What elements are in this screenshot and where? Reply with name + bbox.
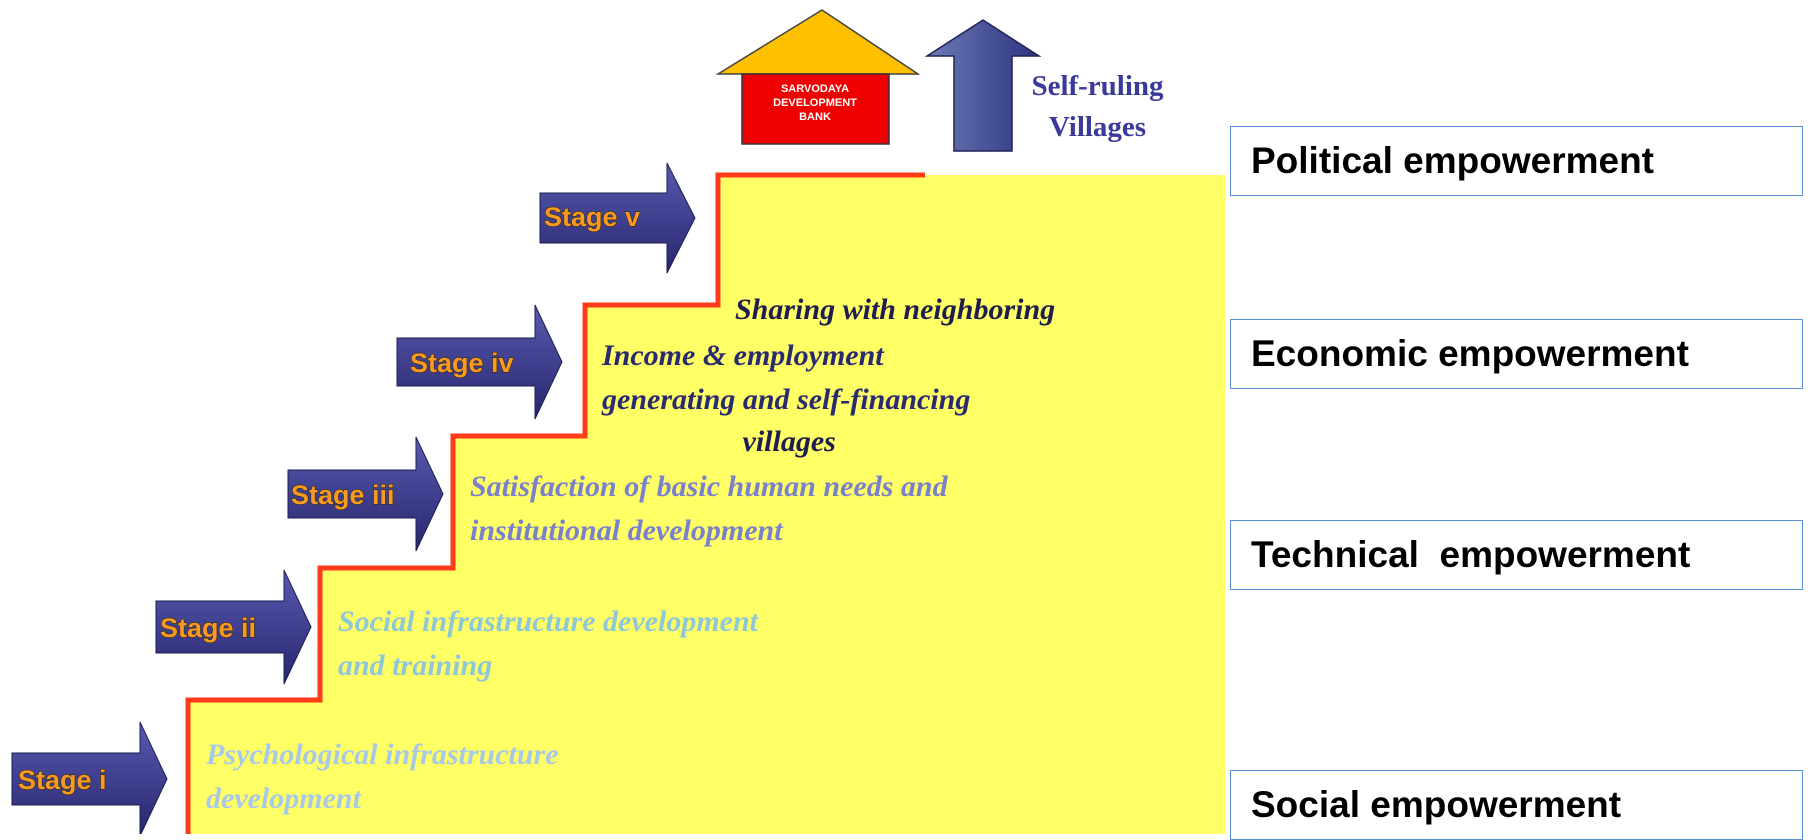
economic-empowerment-box: Economic empowerment	[1230, 319, 1803, 389]
stage-arrow-1: Stage i	[11, 721, 168, 834]
staircase-line	[185, 172, 925, 834]
social-empowerment-box: Social empowerment	[1230, 770, 1803, 840]
stage-label-4: Stage iv	[410, 348, 514, 378]
staircase-fill	[188, 175, 1225, 834]
stage-arrow-3: Stage iii	[287, 436, 444, 552]
bank-house-icon: SARVODAYA DEVELOPMENT BANK	[715, 9, 921, 145]
stage-description-4: Income & employment generating and self-…	[602, 339, 971, 416]
stage-arrow-2: Stage ii	[155, 569, 312, 685]
stage-description-5: Sharing with neighboring villages	[735, 293, 1056, 458]
roof	[715, 9, 921, 75]
stage-description-1: Psychological infrastructure development	[206, 738, 559, 815]
stage-description-2: Social infrastructure development and tr…	[338, 605, 758, 682]
stage-label-3: Stage iii	[291, 480, 395, 510]
political-empowerment-box: Political empowerment	[1230, 126, 1803, 196]
bank-line-3: BANK	[799, 111, 831, 123]
technical-empowerment-box: Technical empowerment	[1230, 520, 1803, 590]
bank-line-2: DEVELOPMENT	[773, 97, 857, 109]
stage-arrow-4: Stage iv	[396, 304, 563, 420]
stage-label-5: Stage v	[544, 202, 640, 232]
stage-label-2: Stage ii	[160, 613, 256, 643]
self-ruling-villages-label: Self-ruling Villages	[1031, 70, 1164, 143]
bank-line-1: SARVODAYA	[781, 83, 849, 95]
stage-description-3: Satisfaction of basic human needs and in…	[470, 470, 948, 547]
stage-label-1: Stage i	[18, 765, 107, 795]
bank-sign	[741, 73, 890, 145]
up-arrow-icon	[924, 19, 1042, 152]
stage-arrow-5: Stage v	[539, 162, 696, 274]
